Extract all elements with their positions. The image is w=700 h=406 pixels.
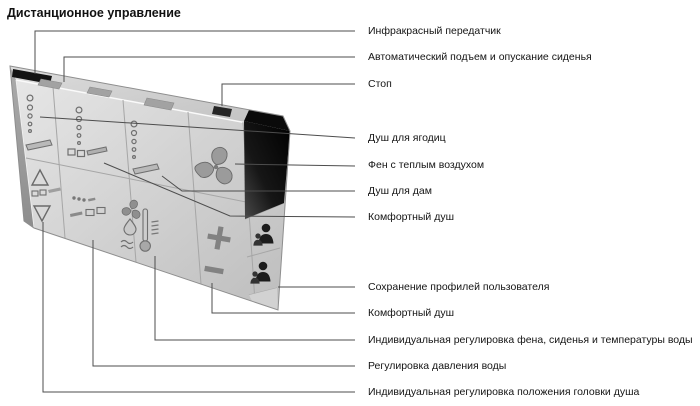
droplet-icon [123, 218, 137, 236]
callout-line [34, 30, 355, 74]
callout-label-rear-shower: Душ для ягодиц [368, 132, 446, 144]
plus-icon [207, 226, 231, 250]
callout-line [221, 83, 355, 106]
top-button [143, 97, 175, 111]
rear-shower-spray-icon [25, 94, 53, 151]
shower-head-position-arrows-icon [30, 168, 61, 223]
device-outline [9, 65, 291, 311]
device-left-face [10, 66, 34, 228]
callout-label-individual-settings: Индивидуальная регулировка фена, сиденья… [368, 334, 693, 346]
comfort-shower-spray-icon [67, 106, 108, 158]
callout-label-warm-air-dryer: Фен с теплым воздухом [368, 159, 485, 171]
callout-line [103, 162, 356, 218]
callout-line [92, 240, 355, 367]
stop-button [212, 106, 232, 117]
callout-line [154, 256, 355, 341]
callout-line [39, 116, 356, 139]
user-profile-icon [250, 261, 271, 284]
dryer-seat-temperature-settings-icon [120, 199, 159, 252]
lady-shower-spray-icon [130, 120, 160, 175]
minus-icon [204, 265, 224, 275]
thermometer-icon [142, 208, 149, 242]
callout-line [161, 175, 355, 192]
user-profile-buttons [250, 223, 274, 284]
callout-label-user-profiles: Сохранение профилей пользователя [368, 281, 550, 293]
warm-air-dryer-fan-icon [194, 146, 233, 185]
user-profile-icon [253, 223, 274, 246]
seat-lift-top-button [37, 78, 63, 90]
callout-label-head-position: Индивидуальная регулировка положения гол… [368, 386, 640, 398]
callout-line [63, 56, 355, 82]
water-pressure-sliders-icon [70, 196, 106, 217]
device-front-face [16, 80, 290, 310]
page-title: Дистанционное управление [7, 6, 181, 20]
callout-label-ir-transmitter: Инфракрасный передатчик [368, 25, 501, 37]
callout-label-water-pressure: Регулировка давления воды [368, 360, 507, 372]
callout-label-seat-lift: Автоматический подъем и опускание сидень… [368, 51, 592, 63]
callout-label-lady-shower: Душ для дам [368, 185, 432, 197]
callout-label-stop: Стоп [368, 78, 392, 90]
callout-label-comfort-shower-1: Комфортный душ [368, 211, 454, 223]
callout-lines [34, 30, 356, 393]
callout-line [42, 222, 355, 393]
bottom-bevel [249, 288, 278, 310]
left-edge-highlight [15, 79, 35, 229]
callout-label-comfort-shower-2: Комфортный душ [368, 307, 454, 319]
callout-line [234, 163, 356, 167]
top-button [86, 86, 113, 98]
callout-line [211, 283, 355, 314]
top-face-buttons [37, 78, 175, 111]
